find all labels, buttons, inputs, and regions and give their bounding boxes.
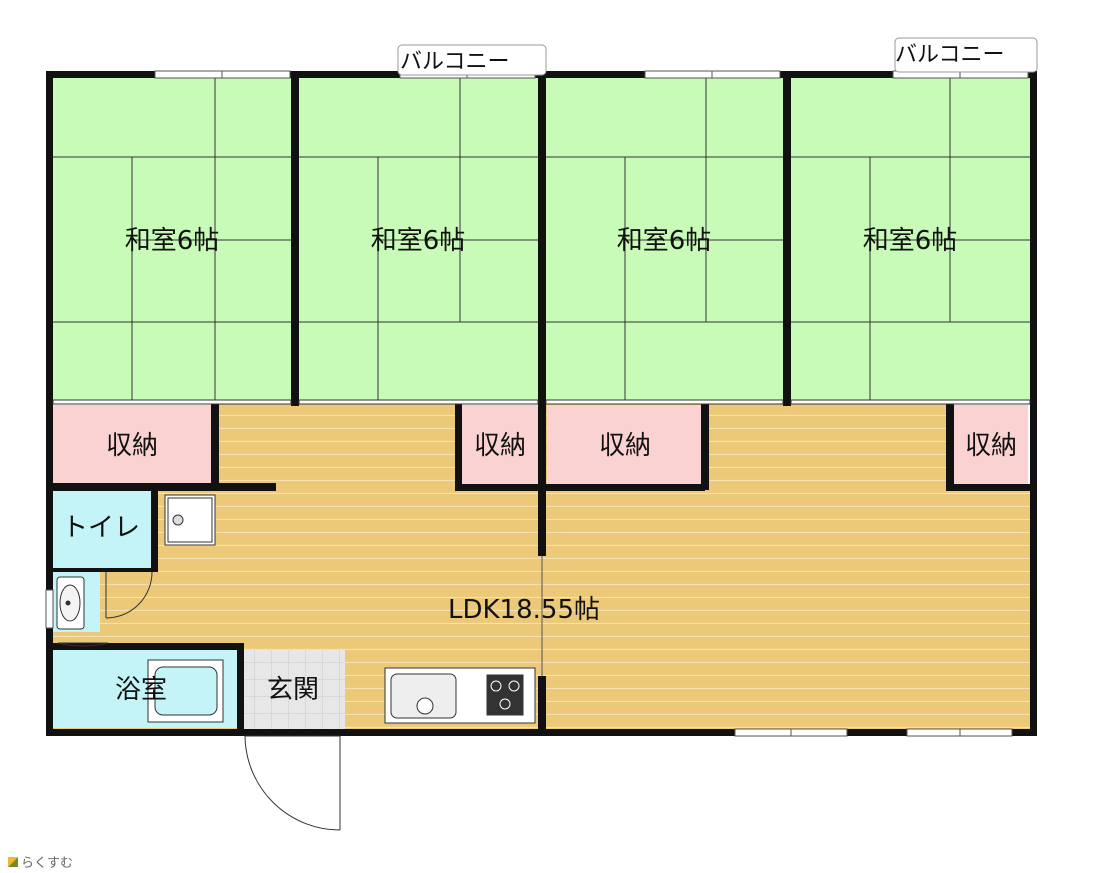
sliding-doors [52,399,1031,405]
storage-label-1: 収納 [106,431,158,461]
entrance-label: 玄関 [267,675,319,705]
washitsu-room-2 [298,77,540,403]
bath-door-swing [57,642,109,647]
storage-label-2: 収納 [474,431,526,461]
storage-label-3: 収納 [599,431,651,461]
ldk-label: LDK18.55帖 [448,595,600,625]
washitsu-label-3: 和室6帖 [617,226,712,256]
storage-label-4: 収納 [965,431,1017,461]
storage-4 [952,405,1028,485]
washitsu-room-4 [790,77,1030,403]
balcony-label-2: バルコニー [894,37,1038,73]
svg-text:バルコニー: バルコニー [400,50,510,75]
logo-icon [8,856,18,867]
kitchen-counter [384,667,536,724]
storage-1 [52,405,212,485]
washitsu-label-2: 和室6帖 [371,226,466,256]
toilet-label: トイレ [62,513,140,543]
washitsu-room-3 [545,77,785,403]
svg-text:バルコニー: バルコニー [895,43,1005,68]
balcony-label-1: バルコニー [397,44,547,76]
washitsu-label-1: 和室6帖 [125,226,220,256]
washitsu-label-4: 和室6帖 [863,226,958,256]
toilet-door-swing [105,571,153,619]
brand-text: らくすむ [21,856,74,871]
brand-mark: らくすむ [8,852,73,871]
toilet-room [52,490,152,568]
washbasin-fixture [56,576,85,630]
storage-3 [547,405,702,485]
washitsu-room-1 [52,77,292,403]
bath-label: 浴室 [115,675,167,705]
toilet-fixture [164,494,216,546]
entrance-door-swing [244,735,341,831]
entrance-tile [240,650,345,730]
storage-2 [461,405,538,485]
bathtub [147,659,224,723]
